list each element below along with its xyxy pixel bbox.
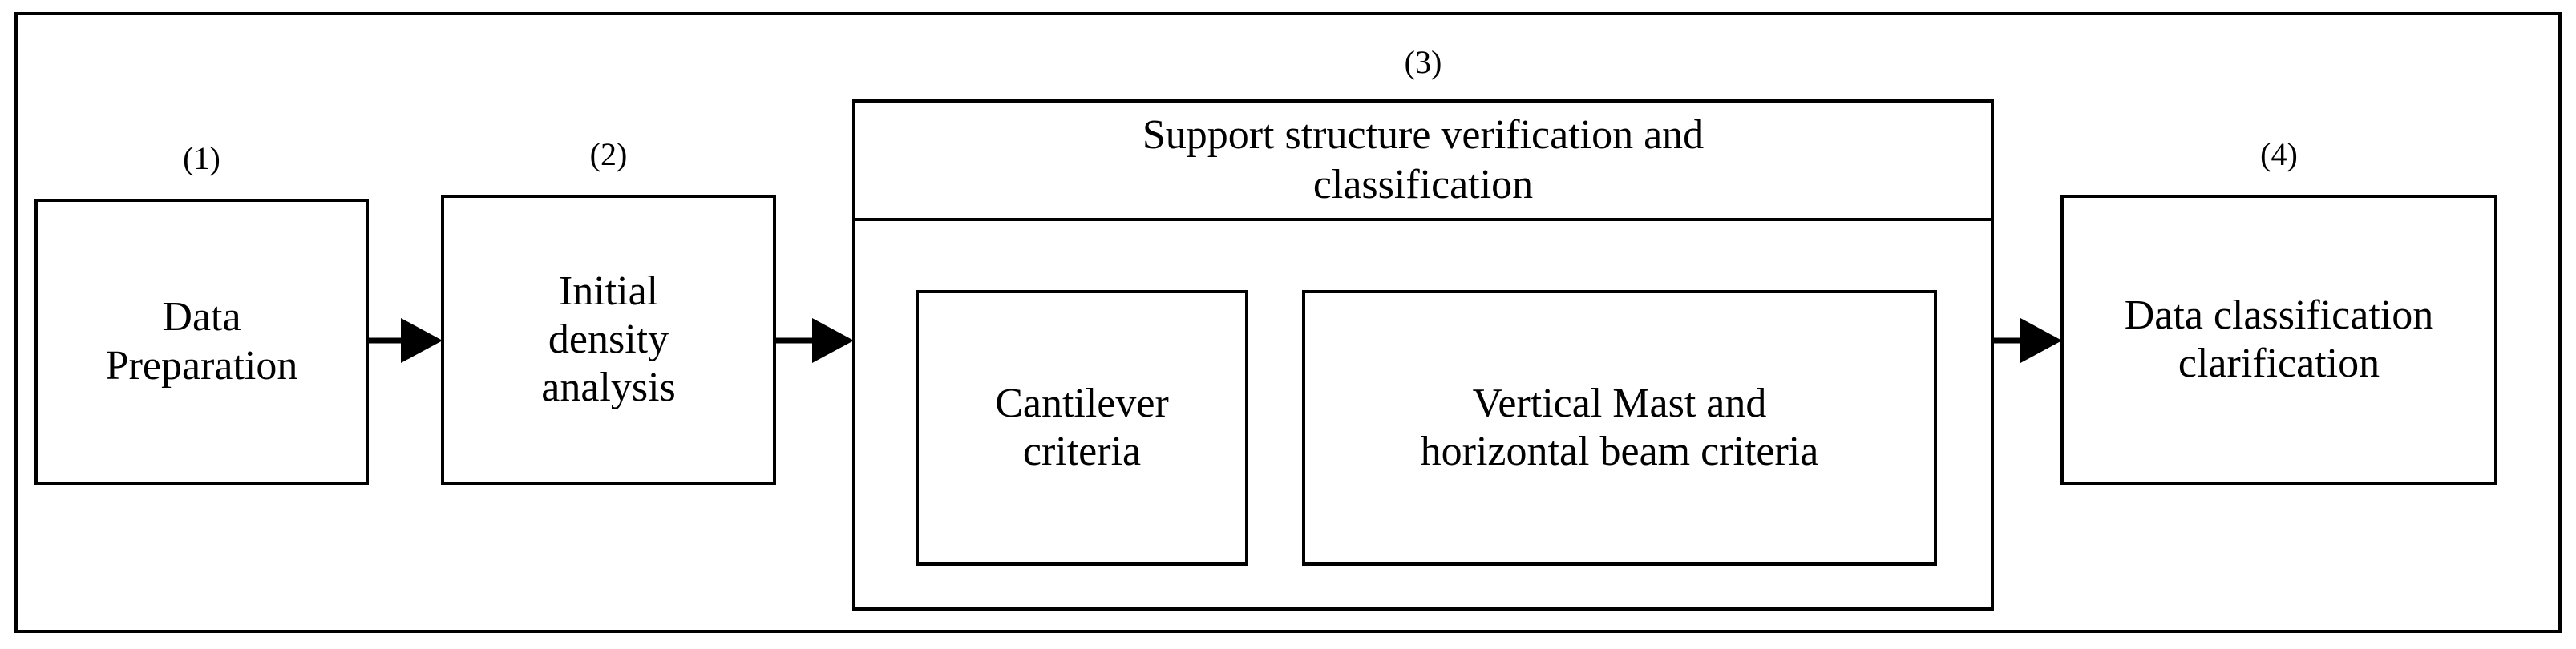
step-3-number-label: (3) [1404, 44, 1442, 80]
arrow-step3-to-step4 [1994, 308, 2062, 373]
step-4-box-text: Data classification clarification [2124, 292, 2434, 386]
step-1-box-data-preparation[interactable]: Data Preparation [34, 199, 369, 485]
arrow-step2-to-step3 [776, 308, 854, 373]
step-3-sub-box-cantilever-text: Cantilever criteria [995, 380, 1169, 474]
step-2-box-initial-density-analysis[interactable]: Initial density analysis [441, 195, 776, 485]
step-3-sub-box-vertical-mast-horizontal-beam-criteria[interactable]: Vertical Mast and horizontal beam criter… [1302, 290, 1937, 566]
arrow-right-icon [1994, 318, 2062, 363]
step-3-box-support-structure-verification[interactable]: Support structure verification and class… [852, 99, 1994, 611]
step-3-sub-box-cantilever-criteria[interactable]: Cantilever criteria [916, 290, 1248, 566]
step-4-box-data-classification-clarification[interactable]: Data classification clarification [2060, 195, 2497, 485]
step-3-header-text: Support structure verification and class… [1142, 111, 1705, 208]
arrow-step1-to-step2 [369, 308, 443, 373]
step-1-number-label: (1) [183, 140, 220, 176]
step-3-sub-box-mast-text: Vertical Mast and horizontal beam criter… [1420, 380, 1819, 474]
step-4-number-label: (4) [2260, 136, 2298, 172]
step-3-header: Support structure verification and class… [855, 103, 1991, 221]
step-1-box-text: Data Preparation [105, 294, 298, 389]
arrow-right-icon [369, 318, 443, 363]
arrow-right-icon [776, 318, 854, 363]
step-2-box-text: Initial density analysis [541, 268, 676, 411]
step-2-number-label: (2) [589, 136, 628, 172]
